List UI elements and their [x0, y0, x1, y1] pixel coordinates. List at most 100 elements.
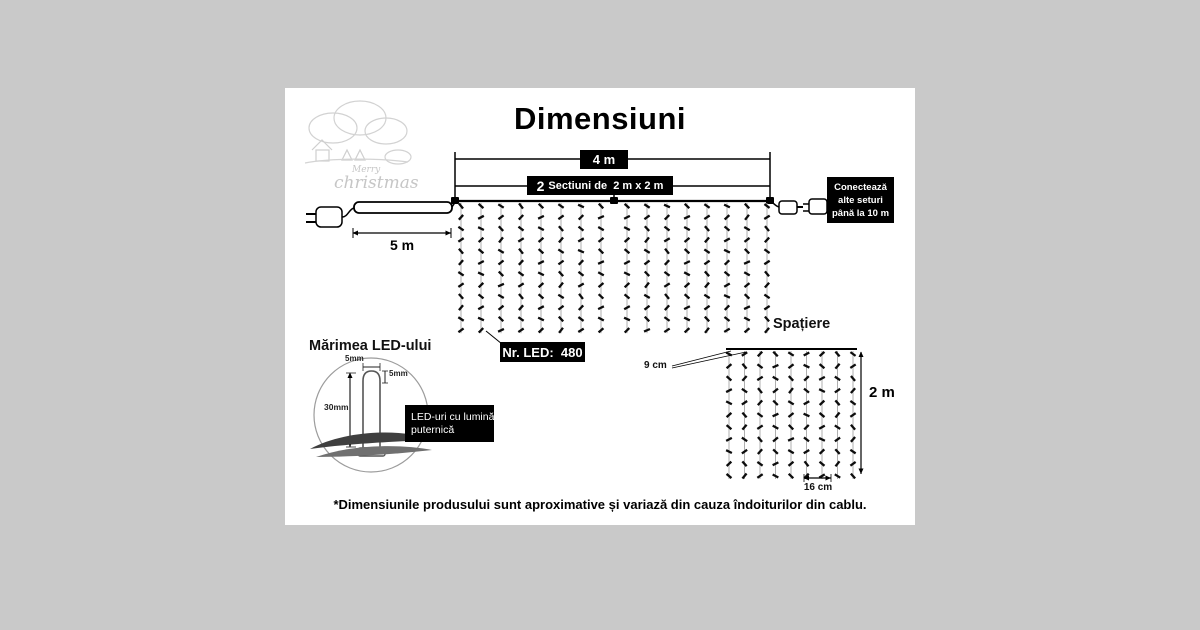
led — [577, 225, 585, 232]
led — [850, 375, 856, 382]
led — [757, 436, 763, 443]
led — [725, 388, 733, 394]
led — [803, 436, 810, 443]
led — [725, 436, 733, 442]
led — [577, 316, 585, 322]
led — [764, 327, 770, 334]
led — [725, 400, 733, 406]
led — [723, 225, 731, 232]
led — [497, 225, 505, 232]
led — [725, 449, 733, 455]
led — [557, 304, 565, 311]
led — [756, 399, 764, 406]
led — [537, 226, 545, 232]
spacing-heading: Spațiere — [773, 316, 831, 332]
logo-christmas-text: christmas — [334, 173, 419, 193]
led — [537, 214, 545, 220]
led — [743, 293, 751, 300]
led — [772, 375, 779, 381]
led — [597, 305, 605, 311]
led — [558, 327, 564, 334]
led — [558, 225, 564, 232]
led — [818, 351, 826, 357]
led — [643, 270, 651, 277]
led — [683, 214, 691, 220]
led — [497, 259, 505, 266]
led — [818, 460, 826, 467]
led — [623, 282, 631, 289]
led — [537, 282, 545, 289]
led — [458, 214, 464, 221]
led — [663, 304, 671, 311]
curtain-height-label: 2 m — [869, 384, 895, 401]
led — [597, 316, 605, 322]
led — [557, 315, 565, 323]
led — [683, 293, 691, 300]
led — [497, 315, 505, 323]
page-title: Dimensiuni — [513, 101, 687, 136]
led — [623, 248, 631, 255]
led — [763, 248, 771, 255]
led — [477, 271, 485, 277]
led — [850, 472, 856, 480]
led — [803, 460, 810, 468]
led — [772, 461, 779, 467]
led — [518, 247, 524, 255]
led — [803, 400, 810, 406]
led — [741, 375, 748, 382]
led — [723, 259, 731, 266]
led — [772, 399, 779, 406]
led — [723, 237, 731, 243]
led — [477, 203, 485, 209]
led — [725, 375, 733, 382]
led — [764, 225, 770, 232]
main-led-curtain — [457, 202, 771, 334]
led — [744, 214, 750, 221]
led — [849, 363, 857, 369]
led — [577, 270, 585, 277]
led-width-dim: 5mm — [345, 354, 364, 363]
led — [477, 282, 485, 289]
led — [517, 327, 525, 334]
led — [818, 473, 826, 479]
led — [644, 236, 650, 244]
led — [497, 304, 505, 311]
led — [683, 248, 691, 255]
led — [787, 412, 795, 418]
led — [756, 473, 764, 479]
led — [704, 225, 710, 232]
led — [803, 387, 810, 394]
led — [787, 363, 795, 370]
led — [787, 424, 795, 431]
swoosh-shape — [316, 446, 432, 457]
led — [517, 270, 525, 277]
lead-length-arrow — [352, 228, 452, 238]
led — [756, 375, 764, 382]
led — [741, 351, 748, 357]
led — [477, 293, 485, 300]
curtain-top-wire — [451, 197, 774, 204]
led — [497, 270, 505, 277]
led — [741, 472, 748, 480]
led — [723, 203, 731, 209]
led — [818, 448, 826, 455]
led — [663, 237, 671, 243]
sections-text: Sectiuni de 2 m x 2 m — [548, 179, 664, 192]
led — [518, 202, 524, 210]
led — [578, 293, 584, 300]
led — [517, 225, 525, 232]
led — [683, 236, 691, 243]
christmas-logo: Merry christmas — [304, 100, 419, 193]
led — [763, 259, 771, 266]
led — [457, 225, 465, 232]
led — [725, 473, 733, 479]
led — [725, 412, 733, 418]
led — [623, 293, 631, 300]
led — [743, 260, 751, 265]
led — [498, 236, 504, 244]
led — [644, 281, 650, 289]
led — [597, 327, 605, 334]
led — [803, 351, 810, 357]
led — [623, 226, 631, 232]
